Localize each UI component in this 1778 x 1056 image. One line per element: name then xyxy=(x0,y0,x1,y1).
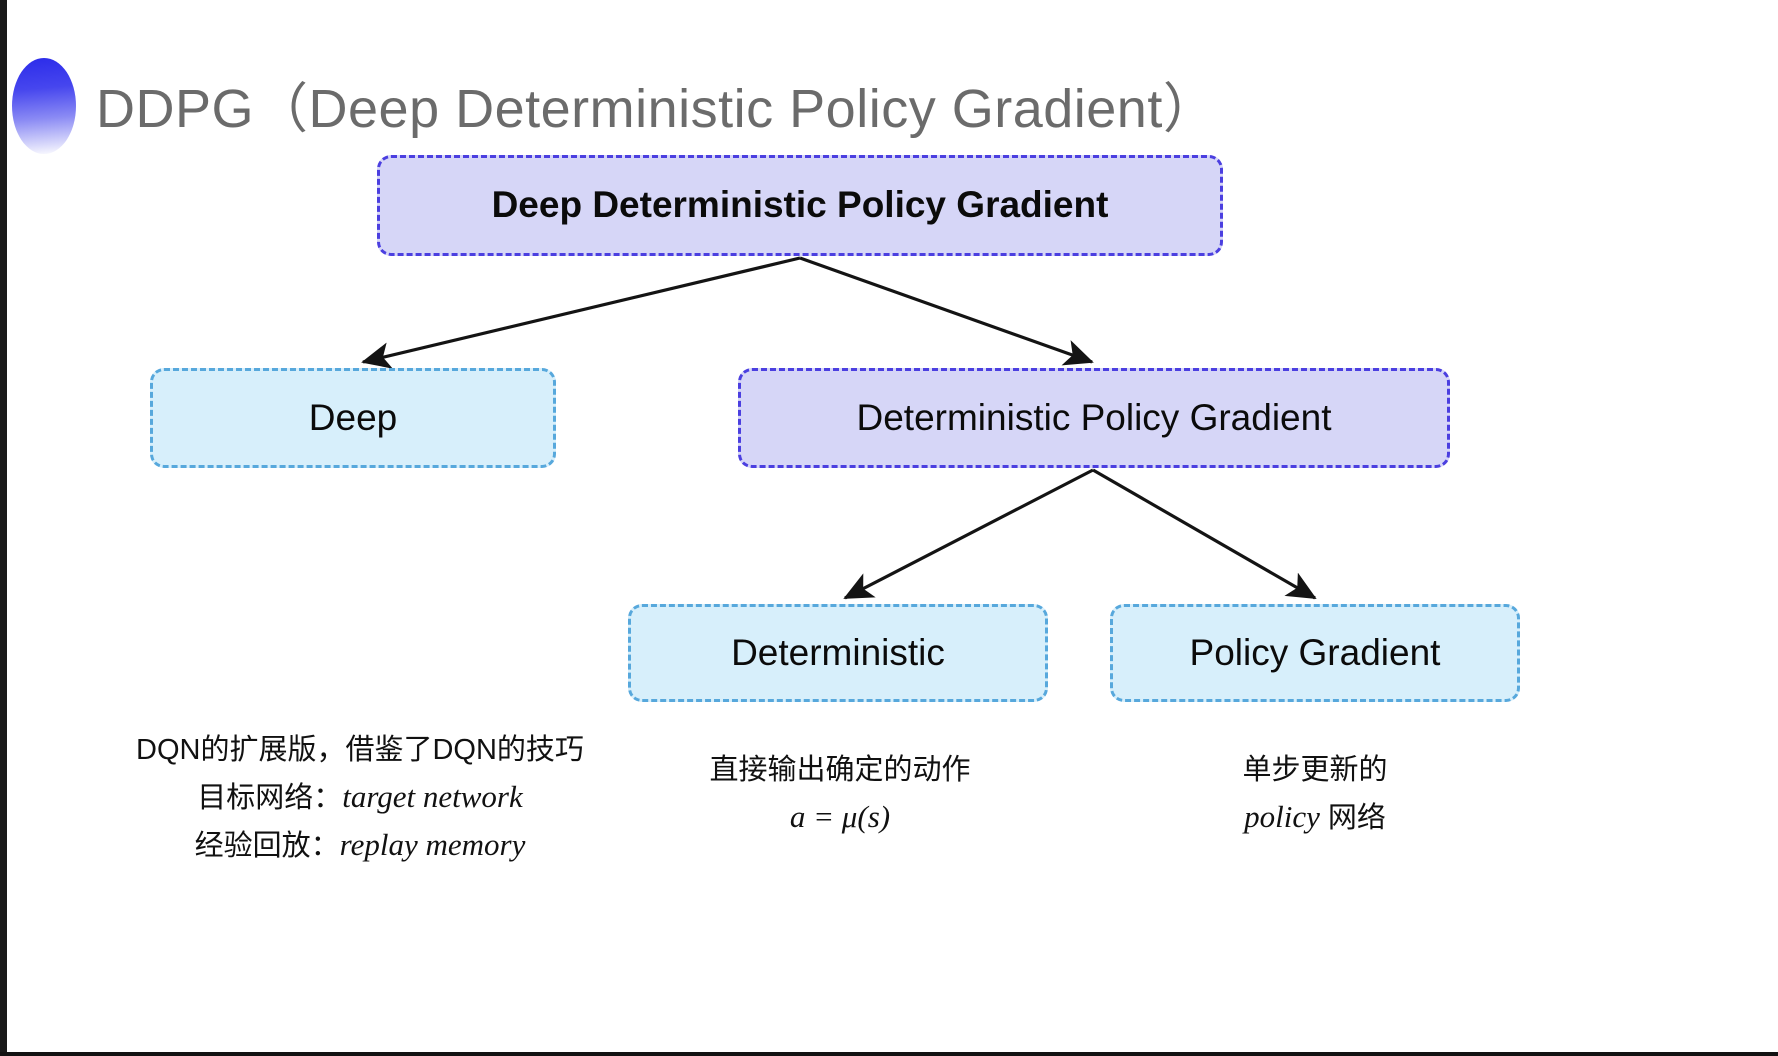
page-title: DDPG（Deep Deterministic Policy Gradient） xyxy=(96,79,1218,139)
caption-line-direct-output: 直接输出确定的动作 xyxy=(709,754,971,786)
caption-line-policy-network: policy 网络 xyxy=(1120,793,1510,841)
caption-line-single-step-update: 单步更新的 xyxy=(1242,754,1388,786)
slide-bottom-edge-bar xyxy=(0,1052,1778,1056)
edge-root-to-dpg xyxy=(799,256,1094,366)
caption-formula-action: a = μ(s) xyxy=(789,798,891,834)
caption-term-replay-memory: replay memory xyxy=(339,826,526,862)
slide-left-edge-bar xyxy=(0,0,7,1056)
title-bullet-icon xyxy=(12,58,76,154)
node-deterministic-policy-gradient[interactable]: Deterministic Policy Gradient xyxy=(738,368,1450,468)
node-label: Deep xyxy=(308,396,398,438)
node-deterministic[interactable]: Deterministic xyxy=(628,604,1048,702)
caption-line-replay-memory: 经验回放：replay memory xyxy=(90,821,630,869)
edge-dpg-to-deterministic xyxy=(843,468,1094,600)
node-deep[interactable]: Deep xyxy=(150,368,556,468)
caption-label-target-network: 目标网络： xyxy=(197,781,343,814)
edge-root-to-deep xyxy=(361,256,801,369)
caption-label-replay-memory: 经验回放： xyxy=(194,829,340,862)
caption-deterministic: 直接输出确定的动作 a = μ(s) xyxy=(640,748,1040,841)
caption-term-target-network: target network xyxy=(342,778,523,814)
caption-policy-gradient: 单步更新的 policy 网络 xyxy=(1120,748,1510,841)
node-label: Deterministic xyxy=(731,631,945,673)
caption-deep: DQN的扩展版，借鉴了DQN的技巧 目标网络：target network 经验… xyxy=(90,728,630,869)
caption-term-policy: policy xyxy=(1244,798,1320,834)
node-label: Deterministic Policy Gradient xyxy=(856,396,1332,438)
node-deep-deterministic-policy-gradient[interactable]: Deep Deterministic Policy Gradient xyxy=(377,155,1223,256)
node-label: Deep Deterministic Policy Gradient xyxy=(491,184,1109,226)
caption-line-dqn-extension: DQN的扩展版，借鉴了DQN的技巧 xyxy=(136,734,584,766)
caption-line-target-network: 目标网络：target network xyxy=(90,773,630,821)
node-label: Policy Gradient xyxy=(1189,631,1441,673)
caption-suffix-network: 网络 xyxy=(1319,801,1386,834)
node-policy-gradient[interactable]: Policy Gradient xyxy=(1110,604,1520,702)
edge-dpg-to-policy-gradient xyxy=(1092,468,1317,600)
